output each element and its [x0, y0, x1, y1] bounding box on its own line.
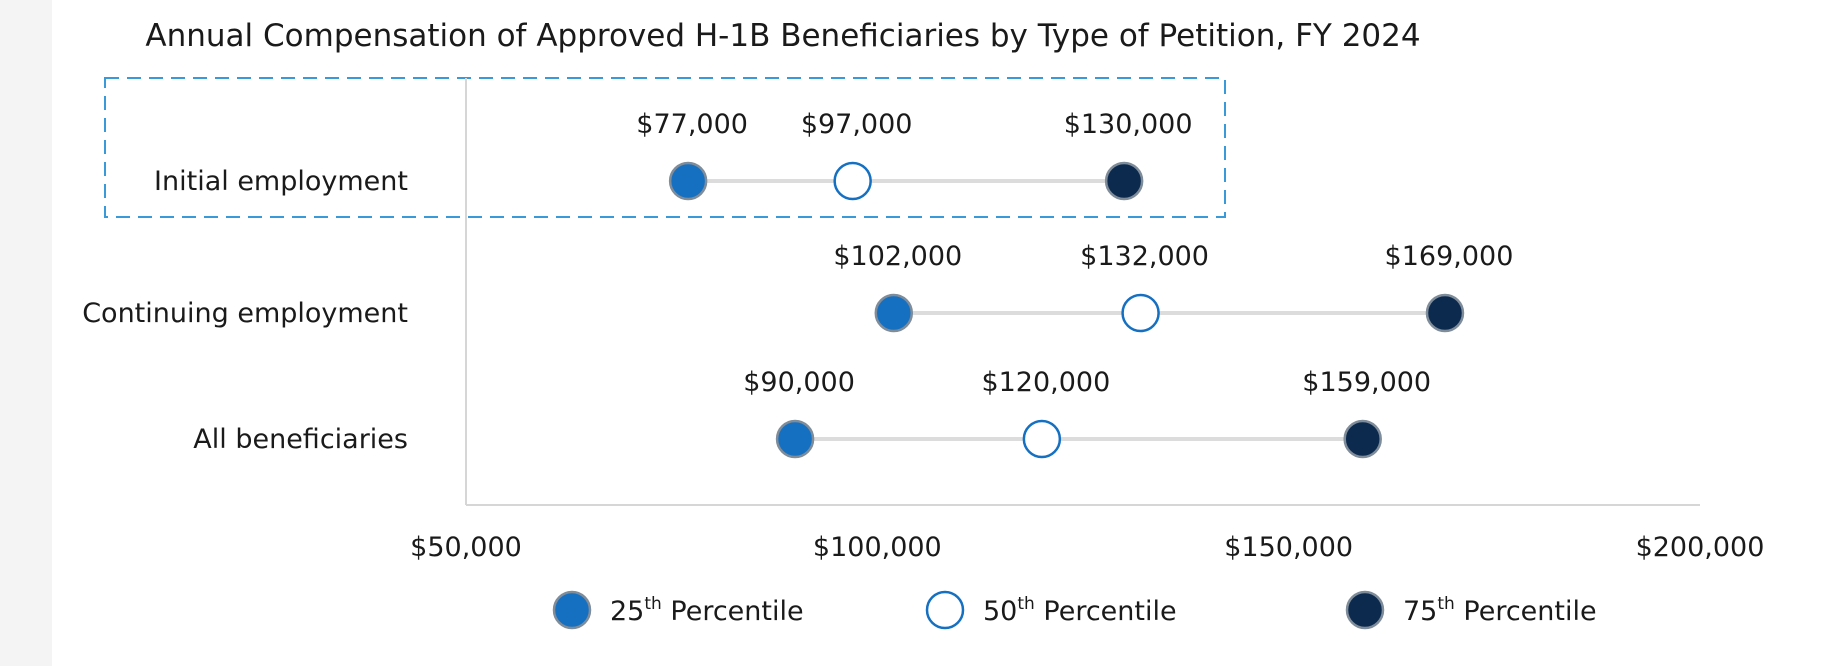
- dot-plot-chart: Annual Compensation of Approved H-1B Ben…: [82, 18, 1765, 630]
- data-point: [1121, 293, 1160, 333]
- chart-title: Annual Compensation of Approved H-1B Ben…: [145, 18, 1420, 54]
- data-point: [1343, 419, 1382, 459]
- plot-area: $50,000 $100,000 $150,000 $200,000 Initial e…: [82, 77, 1765, 563]
- x-tick-label: $50,000: [410, 532, 522, 563]
- x-tick-label: $150,000: [1224, 532, 1353, 563]
- x-tick-label: $200,000: [1636, 532, 1765, 563]
- legend-marker: [552, 590, 592, 630]
- data-point: [833, 161, 872, 201]
- data-label: $130,000: [1064, 109, 1193, 140]
- highlight-box: [104, 77, 1226, 218]
- data-point: [1104, 161, 1144, 201]
- category-label: Continuing employment: [82, 298, 408, 329]
- category-label: All beneficiaries: [193, 424, 408, 455]
- data-label: $102,000: [833, 241, 962, 272]
- legend-marker: [925, 590, 965, 630]
- legend-label: 25th Percentile: [610, 594, 804, 627]
- data-point: [874, 293, 914, 333]
- legend-marker: [1345, 590, 1385, 630]
- data-point: [1425, 293, 1465, 333]
- data-label: $97,000: [801, 109, 913, 140]
- data-label: $120,000: [981, 367, 1110, 398]
- data-label: $90,000: [743, 367, 855, 398]
- legend-label: 50th Percentile: [983, 594, 1177, 627]
- chart-card: Annual Compensation of Approved H-1B Ben…: [52, 0, 1835, 666]
- data-point: [668, 161, 708, 201]
- data-point: [1022, 419, 1062, 459]
- category-label: Initial employment: [154, 166, 408, 197]
- legend: 25th Percentile 50th Percentile 75th Perce…: [552, 590, 1597, 630]
- data-label: $132,000: [1080, 241, 1209, 272]
- data-label: $77,000: [636, 109, 748, 140]
- legend-label: 75th Percentile: [1403, 594, 1597, 627]
- data-label: $169,000: [1385, 241, 1514, 272]
- data-point: [775, 419, 815, 459]
- data-label: $159,000: [1302, 367, 1431, 398]
- x-tick-label: $100,000: [813, 532, 942, 563]
